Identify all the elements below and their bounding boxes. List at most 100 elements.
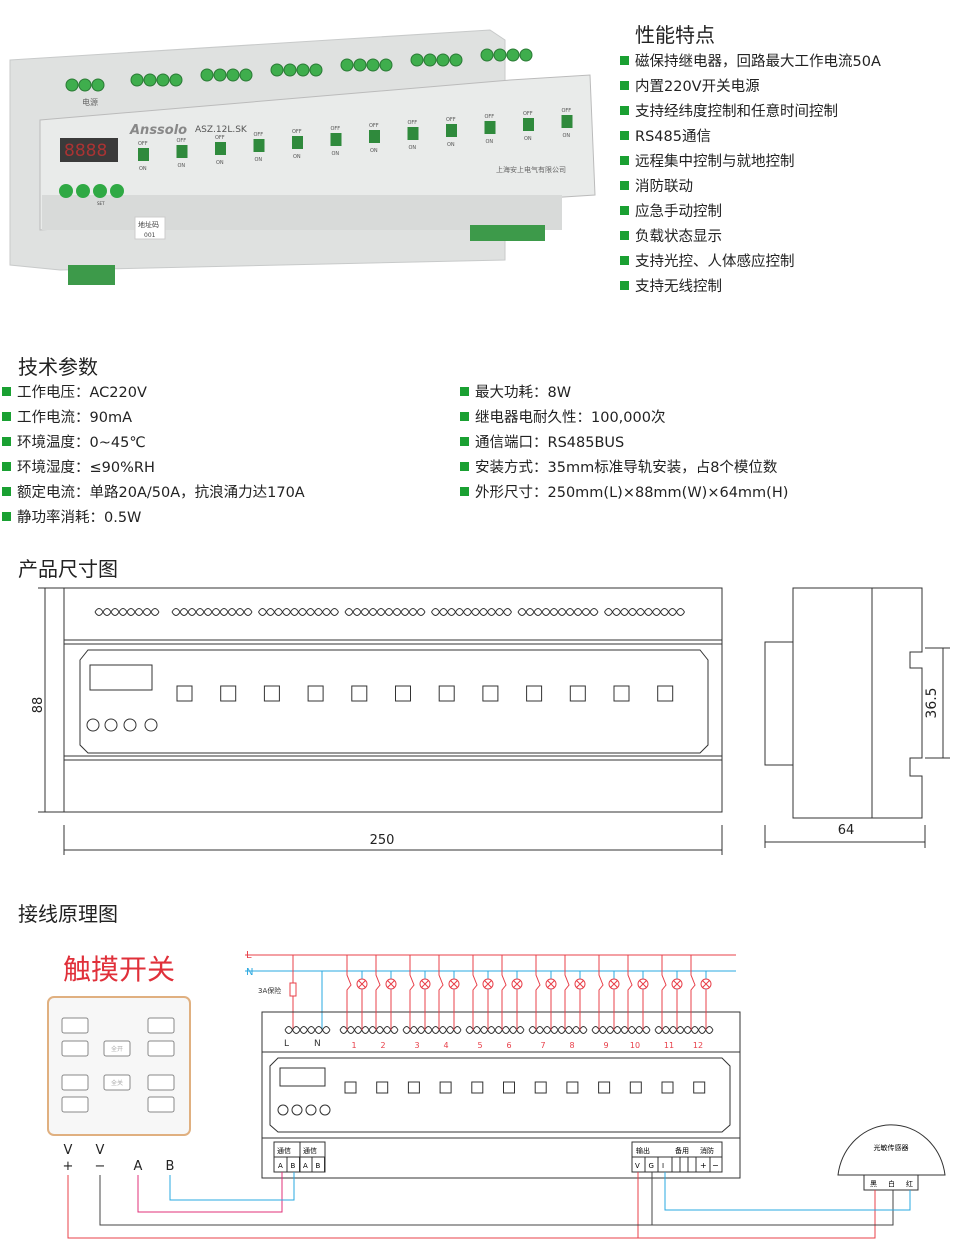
dimensions-title: 产品尺寸图 (18, 557, 118, 581)
lamp-cross (358, 980, 366, 988)
terminal-screw (493, 48, 507, 62)
terminal-screw (410, 53, 424, 67)
terminal-screw (169, 73, 183, 87)
bullet-icon (2, 412, 11, 421)
panel-terminal-label: B (166, 1159, 175, 1174)
bullet-icon (460, 387, 469, 396)
panel-button[interactable] (93, 184, 107, 198)
list-item-text: 支持经纬度控制和任意时间控制 (635, 104, 838, 120)
lamp-cross (610, 980, 618, 988)
panel-button[interactable] (110, 184, 124, 198)
lamp-cross (639, 980, 647, 988)
panel-button[interactable] (59, 184, 73, 198)
relay-toggle (561, 115, 573, 128)
bullet-icon (620, 256, 629, 265)
terminal-screw (143, 73, 157, 87)
list-item-text: 环境湿度：≤90%RH (17, 460, 155, 476)
relay-window (351, 685, 368, 702)
relay-window (482, 685, 499, 702)
off-label: OFF (523, 111, 533, 117)
sensor-pin-white: 白 (888, 1179, 895, 1188)
list-item: 内置220V开关电源 (620, 78, 760, 96)
height-dimension: 88 (31, 697, 46, 714)
output-pin: V (635, 1162, 640, 1170)
list-item-text: RS485通信 (635, 129, 711, 145)
set-label: SET (97, 201, 105, 206)
switch-wire (501, 955, 507, 1030)
relay-toggle (138, 148, 149, 161)
sensor-label: 光敏传感器 (874, 1143, 909, 1152)
list-item: 最大功耗：8W (460, 384, 571, 402)
terminal-block (517, 608, 599, 616)
terminal-screw (78, 78, 92, 92)
on-label: ON (332, 151, 340, 157)
list-item-text: 消防联动 (635, 179, 693, 195)
panel-button[interactable] (76, 184, 90, 198)
spare-label: 备用 (675, 1146, 689, 1155)
company-label: 上海安上电气有限公司 (496, 165, 566, 174)
comm-pin: B (291, 1162, 296, 1170)
list-item: 通信端口：RS485BUS (460, 434, 624, 452)
relay-window (566, 1081, 579, 1094)
list-item-text: 磁保持继电器，回路最大工作电流50A (635, 54, 881, 70)
terminal-block (171, 608, 253, 616)
relay-toggle (446, 124, 457, 137)
panel-terminal-label: V (96, 1143, 105, 1158)
comm-pin: B (316, 1162, 321, 1170)
panel-terminal-label: A (134, 1159, 143, 1174)
on-label: ON (255, 157, 263, 163)
bullet-icon (2, 462, 11, 471)
lamp-cross (702, 980, 710, 988)
list-item: RS485通信 (620, 128, 711, 146)
terminal-screw (379, 58, 393, 72)
terminal-screw (65, 78, 79, 92)
switch-wire (690, 955, 696, 1030)
switch-wire (598, 955, 604, 1030)
list-item-text: 额定电流：单路20A/50A，抗浪涌力达170A (17, 485, 305, 501)
terminal-screw (130, 73, 144, 87)
bullet-icon (2, 512, 11, 521)
relay-toggle (330, 133, 342, 146)
relay-window (376, 1081, 389, 1094)
off-label: OFF (138, 141, 148, 147)
terminal-block (591, 1026, 651, 1034)
channel-number: 3 (414, 1041, 419, 1050)
list-item-text: 安装方式：35mm标准导轨安装，占8个模位数 (475, 460, 778, 476)
light-button (61, 1074, 89, 1091)
bullet-icon (460, 412, 469, 421)
model-label: ASZ.12L.SK (195, 125, 248, 135)
list-item-text: 最大功耗：8W (475, 385, 572, 401)
on-label: ON (178, 163, 186, 169)
relay-window (526, 685, 543, 702)
bullet-icon (2, 387, 11, 396)
output-label: 输出 (636, 1146, 650, 1155)
off-label: OFF (562, 108, 572, 114)
terminal-block (604, 608, 685, 616)
fuse-label: 3A保险 (258, 986, 281, 995)
relay-window (407, 1081, 420, 1094)
lamp-cross (576, 980, 584, 988)
comm-pin: A (278, 1162, 283, 1170)
bullet-icon (460, 487, 469, 496)
list-item: 静功率消耗：0.5W (2, 509, 141, 527)
channel-number: 4 (443, 1041, 448, 1050)
terminal-screw (200, 68, 214, 82)
channel-number: 12 (693, 1041, 703, 1050)
sensor-pin-red: 红 (906, 1179, 913, 1188)
list-item: 环境温度：0~45℃ (2, 434, 146, 452)
terminal-screw (156, 73, 170, 87)
list-item-text: 支持无线控制 (635, 279, 722, 295)
button-outline (123, 718, 137, 732)
button-outline (144, 718, 158, 732)
brand-logo: Anssolo (129, 123, 187, 138)
relay-window (176, 685, 193, 702)
channel-number: 2 (380, 1041, 385, 1050)
fire-label: 消防 (700, 1146, 714, 1155)
switch-wire (472, 955, 478, 1030)
button-outline (305, 1104, 317, 1116)
relay-window (471, 1081, 484, 1094)
relay-toggle (369, 130, 380, 143)
all-button-label: 全开 (111, 1045, 123, 1053)
on-label: ON (524, 136, 532, 142)
